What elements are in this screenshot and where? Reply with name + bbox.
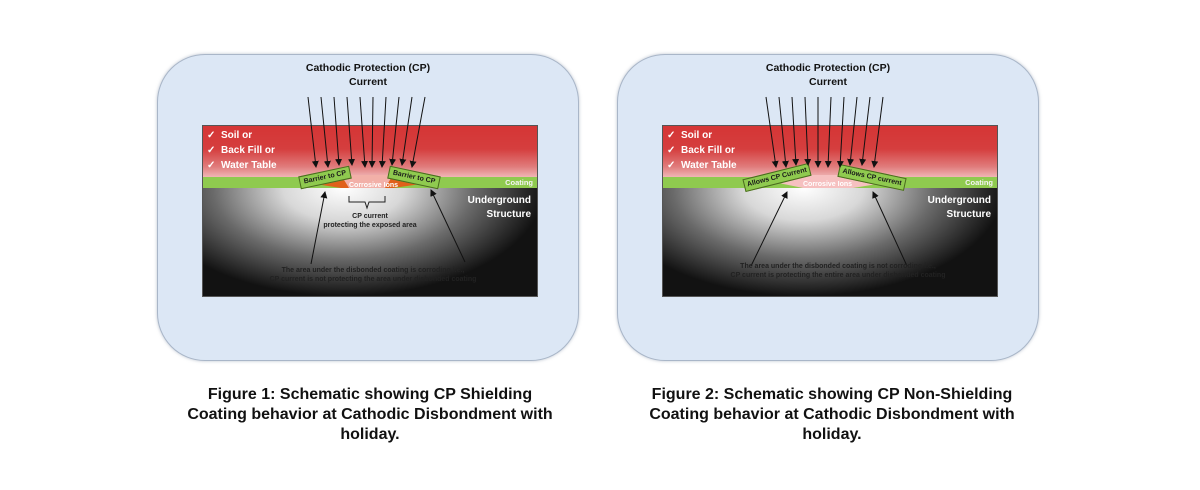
arrow-icon xyxy=(765,96,779,168)
arrow-icon xyxy=(847,96,858,166)
arrow-icon xyxy=(430,189,466,263)
arrow-icon xyxy=(836,96,845,168)
soil-list-item: ✓Soil or xyxy=(207,130,253,141)
arrow-icon xyxy=(378,96,387,168)
arrow-icon xyxy=(333,96,343,166)
arrow-icon xyxy=(389,96,400,166)
soil-list-item: ✓Soil or xyxy=(667,130,713,141)
cp-title-line1: Cathodic Protection (CP) xyxy=(765,62,891,74)
disbonded-coating-note: The area under the disbonded coating is … xyxy=(269,267,477,283)
soil-layer xyxy=(203,126,537,177)
arrow-icon xyxy=(871,96,884,168)
cross-section-scene: ✓Soil or ✓Back Fill or ✓Water Table Coat… xyxy=(202,125,538,297)
check-icon: ✓ xyxy=(667,160,676,171)
arrow-icon xyxy=(804,96,812,166)
corrosive-ions-label: Corrosive Ions xyxy=(349,182,399,189)
arrow-icon xyxy=(409,96,426,168)
arrow-icon xyxy=(310,191,328,265)
arrow-icon xyxy=(368,96,376,168)
arrow-icon xyxy=(399,96,413,166)
underground-structure-layer xyxy=(203,188,537,296)
arrow-icon xyxy=(307,96,319,168)
cp-title-line1: Cathodic Protection (CP) xyxy=(305,62,431,74)
underground-structure-layer xyxy=(663,188,997,296)
arrow-icon xyxy=(346,96,356,166)
arrow-icon xyxy=(824,96,832,168)
cp-current-title: Cathodic Protection (CP) Current xyxy=(158,61,578,89)
coating-label: Coating xyxy=(505,178,533,187)
soil-list-item: ✓Back Fill or xyxy=(667,145,735,156)
soil-list-item: ✓Water Table xyxy=(667,160,737,171)
check-icon: ✓ xyxy=(207,160,216,171)
arrow-icon xyxy=(791,96,800,166)
cp-current-arrows xyxy=(765,96,884,168)
underground-structure-label: Underground Structure xyxy=(927,195,991,220)
soil-list-item: ✓Water Table xyxy=(207,160,277,171)
exposed-area-bracket xyxy=(348,196,386,210)
holiday-gap xyxy=(341,175,393,188)
arrow-icon xyxy=(778,96,789,168)
disbonded-coating-note: The area under the disbonded coating is … xyxy=(730,263,946,279)
soil-list-item: ✓Back Fill or xyxy=(207,145,275,156)
cp-current-arrows xyxy=(307,96,426,168)
cp-title-line2: Current xyxy=(349,76,387,88)
cp-current-title: Cathodic Protection (CP) Current xyxy=(618,61,1038,89)
bracket-label: CP current protecting the exposed area xyxy=(323,213,417,229)
soil-list: ✓Soil or ✓Back Fill or ✓Water Table xyxy=(207,128,277,173)
figure-2-caption: Figure 2: Schematic showing CP Non-Shiel… xyxy=(649,386,1015,443)
corrosive-ions-label: Corrosive Ions xyxy=(803,181,853,188)
underground-structure-label: Underground Structure xyxy=(467,195,531,220)
cross-section-scene: ✓Soil or ✓Back Fill or ✓Water Table Coat… xyxy=(662,125,998,297)
arrow-icon xyxy=(320,96,331,168)
check-icon: ✓ xyxy=(207,130,216,141)
arrow-icon xyxy=(859,96,871,166)
soil-list: ✓Soil or ✓Back Fill or ✓Water Table xyxy=(667,128,737,173)
arrow-icon xyxy=(750,191,788,267)
check-icon: ✓ xyxy=(667,130,676,141)
arrow-icon xyxy=(359,96,369,168)
figure-2-panel: Cathodic Protection (CP) Current ✓Soil o… xyxy=(617,54,1039,361)
figure-1-panel: Cathodic Protection (CP) Current ✓Soil o… xyxy=(157,54,579,361)
check-icon: ✓ xyxy=(667,145,676,156)
arrow-icon xyxy=(872,191,908,267)
cp-title-line2: Current xyxy=(809,76,847,88)
coating-label: Coating xyxy=(965,178,993,187)
soil-layer xyxy=(663,126,997,177)
figure-1-caption: Figure 1: Schematic showing CP Shielding… xyxy=(187,386,553,443)
check-icon: ✓ xyxy=(207,145,216,156)
